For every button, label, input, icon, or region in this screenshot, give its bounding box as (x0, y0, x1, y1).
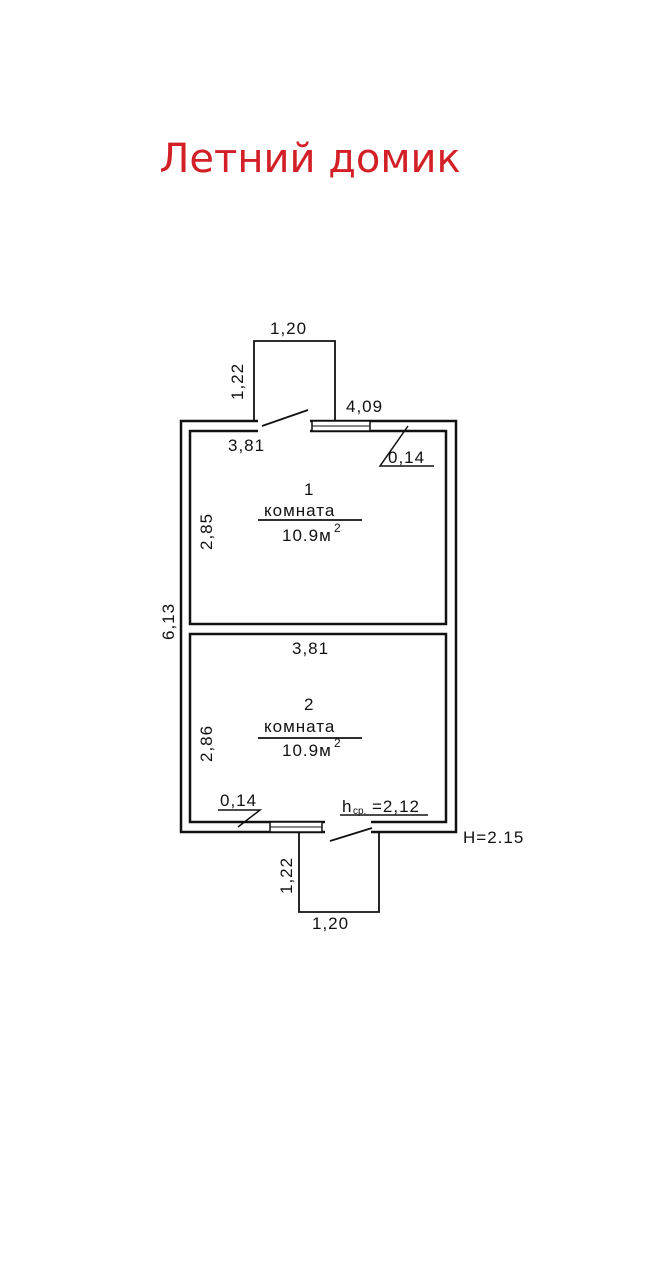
porch-top (253, 340, 336, 421)
outer-height: H=2.15 (463, 828, 524, 847)
door-top-swing (261, 409, 309, 427)
porch-top-depth: 1,22 (228, 363, 247, 400)
porch-top-width: 1,20 (270, 319, 307, 338)
room1-width: 3,81 (228, 436, 265, 455)
window-top (311, 420, 371, 432)
room2-length: 2,86 (197, 725, 216, 762)
room2-avg-height-sub: ср. (353, 806, 366, 817)
page-title: Летний домик (159, 136, 461, 182)
room2-area: 10.9м (282, 741, 332, 760)
door-bottom-gap (325, 819, 371, 835)
porch-bottom-depth: 1,22 (277, 857, 296, 894)
outer-width: 4,09 (346, 397, 383, 416)
room1-wall: 0,14 (388, 448, 425, 467)
door-top-gap (258, 418, 310, 434)
porch-bottom (298, 832, 380, 913)
room2-name: комната (264, 717, 335, 736)
wall-leader-room2 (218, 809, 263, 828)
room2-avg-height-value: =2,12 (372, 797, 420, 816)
porch-bottom-width: 1,20 (312, 914, 349, 933)
room2-area-sup: 2 (334, 736, 342, 750)
room1-length: 2,85 (197, 513, 216, 550)
door-bottom-swing (329, 827, 373, 842)
room2-avg-height-prefix: h (342, 797, 352, 816)
room1-area-sup: 2 (334, 521, 342, 535)
room1-number: 1 (304, 480, 314, 499)
room2-width: 3,81 (292, 639, 329, 658)
room1-name: комната (264, 501, 335, 520)
window-bottom (269, 821, 323, 833)
room2-wall: 0,14 (220, 791, 257, 810)
outer-length: 6,13 (159, 603, 178, 640)
room2-number: 2 (304, 695, 314, 714)
outer-wall (179, 419, 458, 834)
room1-area: 10.9м (282, 526, 332, 545)
wall-leader-room1 (378, 425, 434, 467)
